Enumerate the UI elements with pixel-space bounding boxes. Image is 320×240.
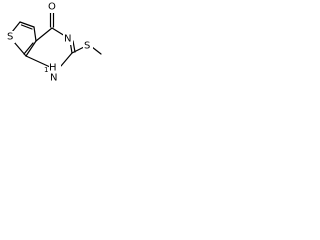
bond-c2-n1 xyxy=(60,52,73,67)
bond-c7a-s xyxy=(13,41,27,57)
bond-c3a-c7a xyxy=(25,40,37,57)
bond-c3a-c7a-double xyxy=(23,42,34,55)
bond-c3a-c4 xyxy=(35,27,53,42)
atom-s-methylthio: S xyxy=(84,41,90,52)
bond-s-ch3 xyxy=(91,46,102,55)
bond-c2-s xyxy=(71,46,85,54)
atom-oxygen: O xyxy=(48,2,56,13)
bond-c2-c3-double xyxy=(20,24,33,30)
bond-c4-n3 xyxy=(51,27,66,37)
bond-n1-c7a xyxy=(25,55,51,68)
bond-c3-c3a xyxy=(33,26,37,42)
chemical-structure-diagram: S O N S N H 1 xyxy=(5,2,102,84)
atom-n-lower-subscript: 1 xyxy=(44,66,48,74)
atom-n-upper: N xyxy=(64,34,71,45)
bond-n3-c2-double xyxy=(72,40,76,53)
bond-s-c2 xyxy=(11,21,21,33)
atom-labels: S O N S N H 1 xyxy=(5,2,93,84)
atom-s-ring: S xyxy=(7,32,13,43)
bond-set xyxy=(11,11,102,68)
atom-n-lower: N xyxy=(50,73,57,84)
bond-c2-c3 xyxy=(19,21,35,28)
atom-n-lower-hydrogen: H xyxy=(49,63,57,74)
